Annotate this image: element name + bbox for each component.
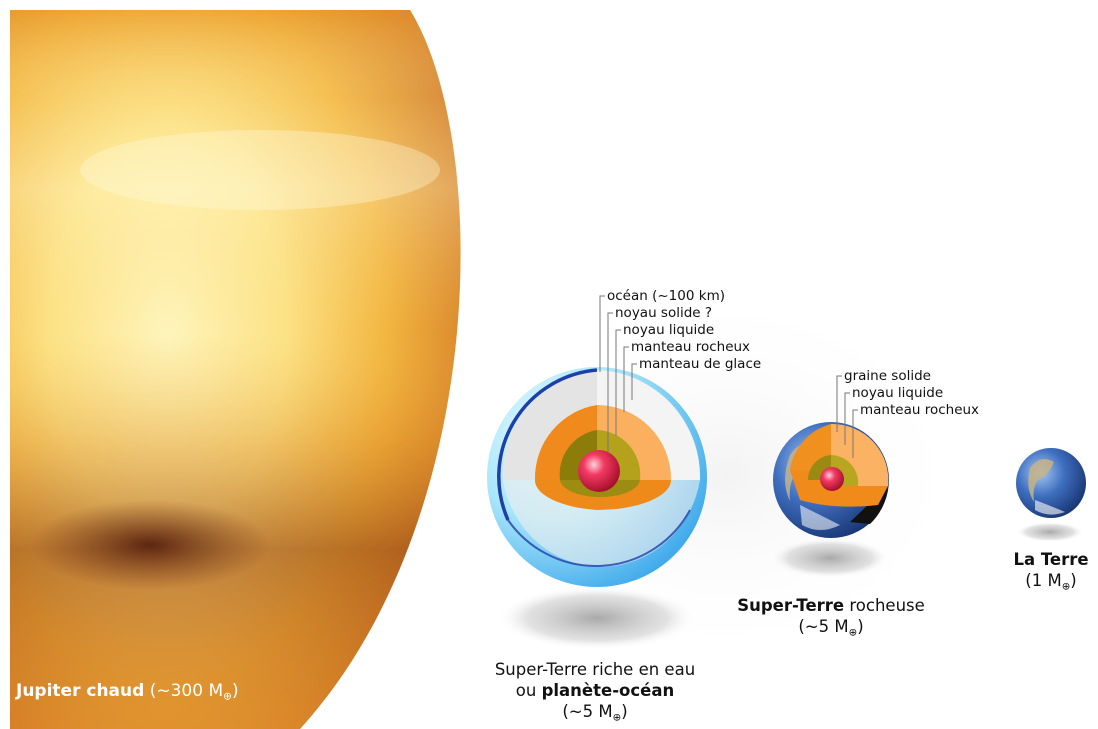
earth-planet [1016, 448, 1086, 542]
jupiter-light-band [80, 130, 440, 210]
layer-label-liquid-core: noyau liquide [623, 322, 715, 338]
ocean-caption-line1: Super-Terre riche en eau [494, 660, 696, 679]
earth-clouds [1035, 500, 1065, 515]
leader-ice-mantle [631, 363, 637, 400]
rocky-caption-line1: Super-Terre rocheuse [737, 596, 925, 615]
layer-label-solid-core: noyau solide ? [615, 305, 713, 321]
ice-mantle-cut-bottom [503, 480, 700, 567]
rocky-super-earth [770, 375, 890, 578]
ocean-planet-caption: Super-Terre riche en eau ou planète-océa… [470, 659, 720, 729]
layer-label-rocky-liquid-core: noyau liquide [852, 385, 944, 401]
ocean-layer-rim [497, 368, 598, 521]
layer-label-ocean: océan (~100 km) [607, 288, 725, 304]
layer-label-ice-mantle: manteau de glace [639, 356, 762, 372]
earth-name: La Terre [1013, 550, 1089, 569]
jupiter-bands [10, 10, 461, 729]
layer-label-inner-core: graine solide [844, 368, 931, 384]
leader-rocky-mantle [852, 409, 858, 458]
ocean-planet-mass: (~5 M⊕) [562, 702, 628, 724]
earth-shadow [1016, 522, 1084, 542]
leader-ocean [599, 295, 605, 372]
leader-rock-mantle [623, 346, 629, 412]
jupiter-name: Jupiter chaud [16, 681, 145, 701]
earth-caption: La Terre (1 M⊕) [1004, 549, 1098, 598]
ocean-caption-line2: ou planète-océan [515, 681, 675, 700]
rocky-planet-shadow [770, 538, 890, 578]
layer-label-rock-mantle: manteau rocheux [631, 339, 751, 355]
ocean-planet [487, 295, 707, 650]
jupiter-mass: (~300 M⊕) [149, 681, 239, 703]
earth-continent [1028, 459, 1054, 502]
leader-rocky-liquid-core [844, 392, 850, 445]
hot-jupiter-planet [10, 10, 461, 729]
jupiter-dark-spot [30, 500, 270, 590]
ocean-layer-rim-lower [507, 509, 691, 567]
rocky-planet-mass: (~5 M⊕) [798, 617, 864, 639]
leader-liquid-core [615, 329, 621, 436]
leader-inner-core [836, 375, 842, 432]
rocky-planet-clouds [800, 505, 840, 530]
solid-core-sphere [578, 450, 620, 492]
rocky-planet-caption: Super-Terre rocheuse (~5 M⊕) [722, 595, 940, 644]
jupiter-caption: Jupiter chaud (~300 M⊕) [16, 681, 239, 703]
ocean-planet-shadow [497, 586, 697, 650]
layer-label-rocky-mantle: manteau rocheux [860, 402, 980, 418]
leader-solid-core [607, 312, 613, 452]
rocky-inner-core-sphere [820, 467, 844, 491]
earth-mass: (1 M⊕) [1025, 571, 1077, 593]
